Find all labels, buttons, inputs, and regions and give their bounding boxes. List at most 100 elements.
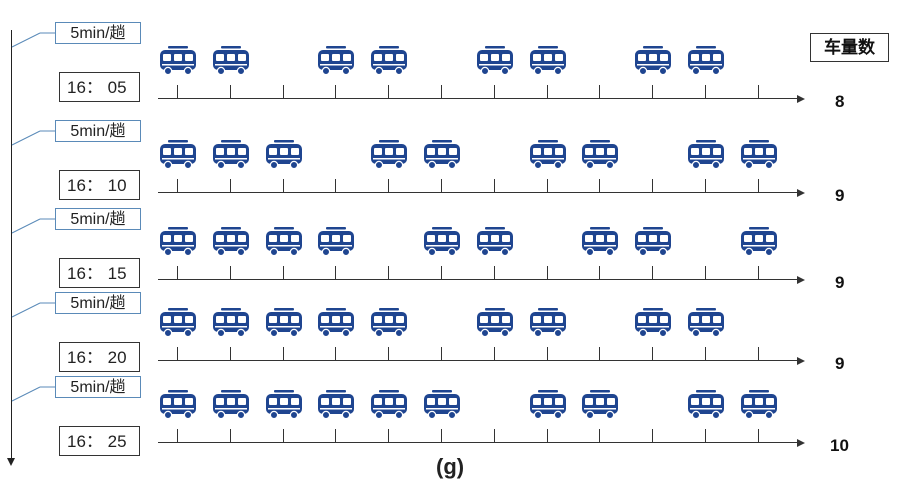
bus-icon <box>529 140 567 170</box>
stop-tick <box>441 85 442 98</box>
route-line <box>158 192 798 193</box>
stop-tick <box>177 179 178 192</box>
interval-label: 5min/趟 <box>55 120 141 142</box>
stop-tick <box>441 347 442 360</box>
route-line <box>158 98 798 99</box>
route-arrowhead <box>797 438 805 447</box>
stop-tick <box>758 266 759 279</box>
bus-icon <box>370 46 408 76</box>
stop-tick <box>335 429 336 442</box>
bus-icon <box>634 227 672 257</box>
bus-icon <box>581 390 619 420</box>
bus-icon <box>687 46 725 76</box>
stop-tick <box>441 179 442 192</box>
interval-label: 5min/趟 <box>55 292 141 314</box>
route-line <box>158 360 798 361</box>
bus-icon <box>212 308 250 338</box>
bus-icon <box>265 227 303 257</box>
stop-tick <box>177 429 178 442</box>
bus-count-value: 8 <box>835 92 845 111</box>
time-label: 16： 15 <box>59 258 140 288</box>
bus-icon <box>529 46 567 76</box>
stop-tick <box>283 347 284 360</box>
stop-tick <box>388 179 389 192</box>
time-label: 16： 10 <box>59 170 140 200</box>
bus-icon <box>581 140 619 170</box>
stop-tick <box>230 347 231 360</box>
bus-icon <box>317 390 355 420</box>
stop-tick <box>599 179 600 192</box>
bus-icon <box>423 140 461 170</box>
bus-icon <box>740 390 778 420</box>
interval-connector <box>11 32 41 48</box>
bus-icon <box>370 140 408 170</box>
interval-connector <box>11 386 41 402</box>
stop-tick <box>283 179 284 192</box>
time-label: 16： 05 <box>59 72 140 102</box>
stop-tick <box>335 347 336 360</box>
route-arrowhead <box>797 188 805 197</box>
bus-icon <box>317 308 355 338</box>
bus-icon <box>265 140 303 170</box>
stop-tick <box>494 347 495 360</box>
bus-icon <box>159 227 197 257</box>
bus-icon <box>529 390 567 420</box>
bus-icon <box>317 46 355 76</box>
stop-tick <box>705 179 706 192</box>
stop-tick <box>758 179 759 192</box>
stop-tick <box>335 266 336 279</box>
stop-tick <box>177 85 178 98</box>
stop-tick <box>599 85 600 98</box>
route-line <box>158 442 798 443</box>
bus-icon <box>370 390 408 420</box>
bus-icon <box>370 308 408 338</box>
bus-count-value: 10 <box>830 436 849 455</box>
interval-connector <box>11 218 41 234</box>
stop-tick <box>230 266 231 279</box>
stop-tick <box>547 85 548 98</box>
stop-tick <box>388 429 389 442</box>
interval-label: 5min/趟 <box>55 22 141 44</box>
stop-tick <box>230 429 231 442</box>
interval-label: 5min/趟 <box>55 376 141 398</box>
stop-tick <box>494 85 495 98</box>
bus-count-value: 9 <box>835 273 845 292</box>
bus-icon <box>476 227 514 257</box>
stop-tick <box>652 429 653 442</box>
stop-tick <box>230 179 231 192</box>
stop-tick <box>652 266 653 279</box>
stop-tick <box>388 266 389 279</box>
route-arrowhead <box>797 356 805 365</box>
bus-icon <box>212 390 250 420</box>
bus-icon <box>740 227 778 257</box>
bus-icon <box>265 308 303 338</box>
interval-label: 5min/趟 <box>55 208 141 230</box>
bus-icon <box>634 46 672 76</box>
route-arrowhead <box>797 275 805 284</box>
stop-tick <box>388 347 389 360</box>
stop-tick <box>283 85 284 98</box>
stop-tick <box>494 266 495 279</box>
route-arrowhead <box>797 94 805 103</box>
bus-icon <box>687 140 725 170</box>
bus-icon <box>423 390 461 420</box>
bus-icon <box>212 140 250 170</box>
bus-icon <box>423 227 461 257</box>
bus-icon <box>687 308 725 338</box>
count-header: 车量数 <box>810 33 889 62</box>
bus-icon <box>212 46 250 76</box>
bus-icon <box>476 308 514 338</box>
time-axis <box>11 30 12 460</box>
stop-tick <box>547 429 548 442</box>
stop-tick <box>230 85 231 98</box>
interval-connector <box>11 130 41 146</box>
bus-icon <box>159 308 197 338</box>
bus-icon <box>581 227 619 257</box>
time-label: 16： 20 <box>59 342 140 372</box>
stop-tick <box>652 179 653 192</box>
bus-count-value: 9 <box>835 354 845 373</box>
stop-tick <box>335 85 336 98</box>
stop-tick <box>599 429 600 442</box>
stop-tick <box>547 266 548 279</box>
